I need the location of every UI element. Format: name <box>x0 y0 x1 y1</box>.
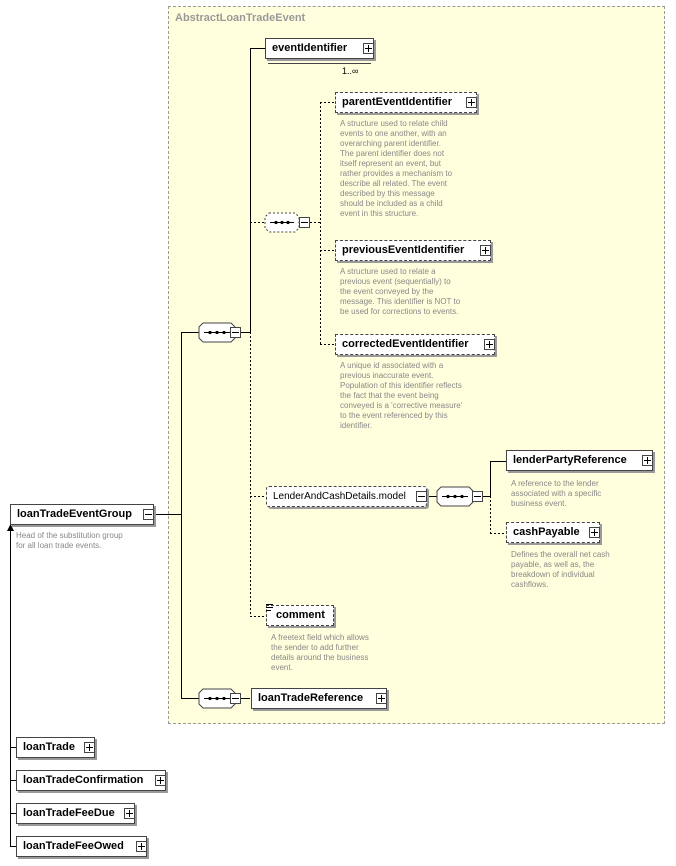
previous-event-identifier-doc: A structure used to relate a previous ev… <box>340 267 461 316</box>
collapse-toggle[interactable] <box>472 491 483 502</box>
expand-icon[interactable] <box>84 742 95 753</box>
lender-party-reference-doc: A reference to the lender associated wit… <box>511 479 602 508</box>
expand-icon[interactable] <box>124 808 135 819</box>
comment-doc: A freetext field which allows the sender… <box>271 633 369 672</box>
node-label: cashPayable <box>513 526 580 538</box>
expand-icon[interactable] <box>363 43 374 54</box>
parent-event-identifier-node[interactable]: parentEventIdentifier <box>335 92 477 113</box>
cardinality-label: 1..∞ <box>342 66 359 76</box>
expand-icon[interactable] <box>376 693 387 704</box>
node-label: LenderAndCashDetails.model <box>273 491 406 502</box>
loan-trade-event-group-node[interactable]: loanTradeEventGroup <box>10 504 154 525</box>
collapse-toggle[interactable] <box>230 327 241 338</box>
node-label: loanTrade <box>23 741 75 753</box>
previous-event-identifier-node[interactable]: previousEventIdentifier <box>335 240 491 261</box>
expand-icon[interactable] <box>155 775 166 786</box>
collapse-toggle[interactable] <box>230 693 241 704</box>
corrected-event-identifier-doc: A unique id associated with a previous i… <box>340 361 463 430</box>
sequence-compositor-optional <box>264 212 300 233</box>
cash-payable-doc: Defines the overall net cash payable, as… <box>511 550 610 589</box>
loan-trade-fee-due-node[interactable]: loanTradeFeeDue <box>16 803 135 824</box>
loan-trade-reference-node[interactable]: loanTradeReference <box>251 688 387 709</box>
expand-icon[interactable] <box>589 527 600 538</box>
node-label: loanTradeReference <box>258 692 364 704</box>
node-label: loanTradeConfirmation <box>23 774 144 786</box>
cash-payable-node[interactable]: cashPayable <box>506 522 600 543</box>
expand-icon[interactable] <box>642 455 653 466</box>
sequence-compositor-model <box>436 486 474 507</box>
parent-event-identifier-doc: A structure used to relate child events … <box>340 119 453 218</box>
loan-trade-confirmation-node[interactable]: loanTradeConfirmation <box>16 770 166 791</box>
node-label: loanTradeEventGroup <box>17 508 132 520</box>
sequence-compositor-1 <box>198 322 236 343</box>
node-label: parentEventIdentifier <box>342 96 453 108</box>
node-label: lenderPartyReference <box>513 454 627 466</box>
node-label: previousEventIdentifier <box>342 244 465 256</box>
lender-and-cash-details-model-node[interactable]: LenderAndCashDetails.model <box>266 486 427 507</box>
expand-icon[interactable] <box>466 97 477 108</box>
corrected-event-identifier-node[interactable]: correctedEventIdentifier <box>335 334 495 355</box>
event-identifier-node[interactable]: eventIdentifier <box>265 38 374 59</box>
loan-trade-node[interactable]: loanTrade <box>16 737 95 758</box>
loan-trade-fee-owed-node[interactable]: loanTradeFeeOwed <box>16 836 147 857</box>
lender-party-reference-node[interactable]: lenderPartyReference <box>506 450 653 471</box>
collapse-icon[interactable] <box>143 509 154 520</box>
expand-icon[interactable] <box>484 339 495 350</box>
collapse-toggle[interactable] <box>299 217 310 228</box>
collapse-icon[interactable] <box>416 491 427 502</box>
node-label: eventIdentifier <box>272 42 348 54</box>
comment-node[interactable]: comment <box>266 605 334 626</box>
node-label: loanTradeFeeDue <box>23 807 115 819</box>
group-title: AbstractLoanTradeEvent <box>175 12 306 24</box>
node-label: comment <box>276 609 325 621</box>
node-label: correctedEventIdentifier <box>342 338 469 350</box>
sequence-compositor-2 <box>198 688 236 709</box>
expand-icon[interactable] <box>136 841 147 852</box>
text-content-icon <box>266 604 273 611</box>
node-label: loanTradeFeeOwed <box>23 840 124 852</box>
expand-icon[interactable] <box>480 245 491 256</box>
root-doc: Head of the substitution group for all l… <box>16 531 123 550</box>
